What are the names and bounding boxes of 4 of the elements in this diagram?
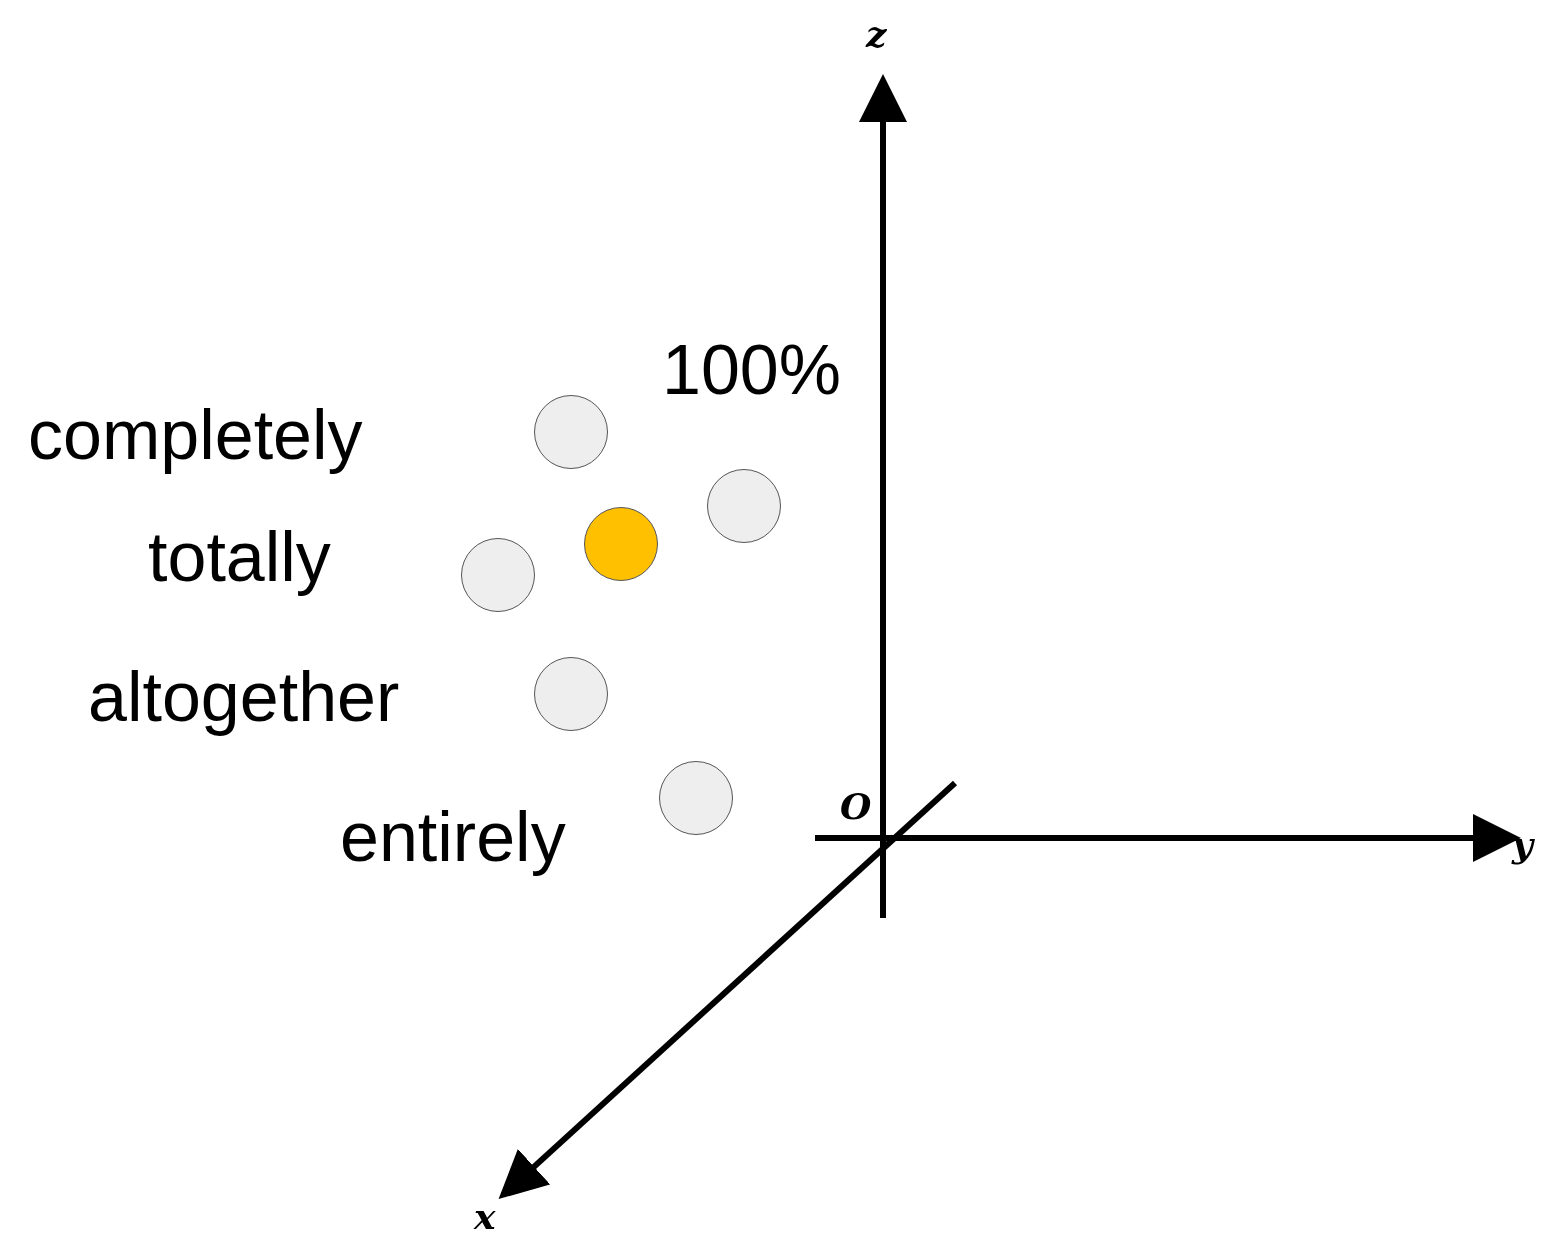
axis-label: x [474, 1198, 496, 1234]
axis-label: z [866, 16, 887, 52]
origin-label: O [840, 788, 872, 824]
percent-label: 100% [662, 335, 842, 405]
